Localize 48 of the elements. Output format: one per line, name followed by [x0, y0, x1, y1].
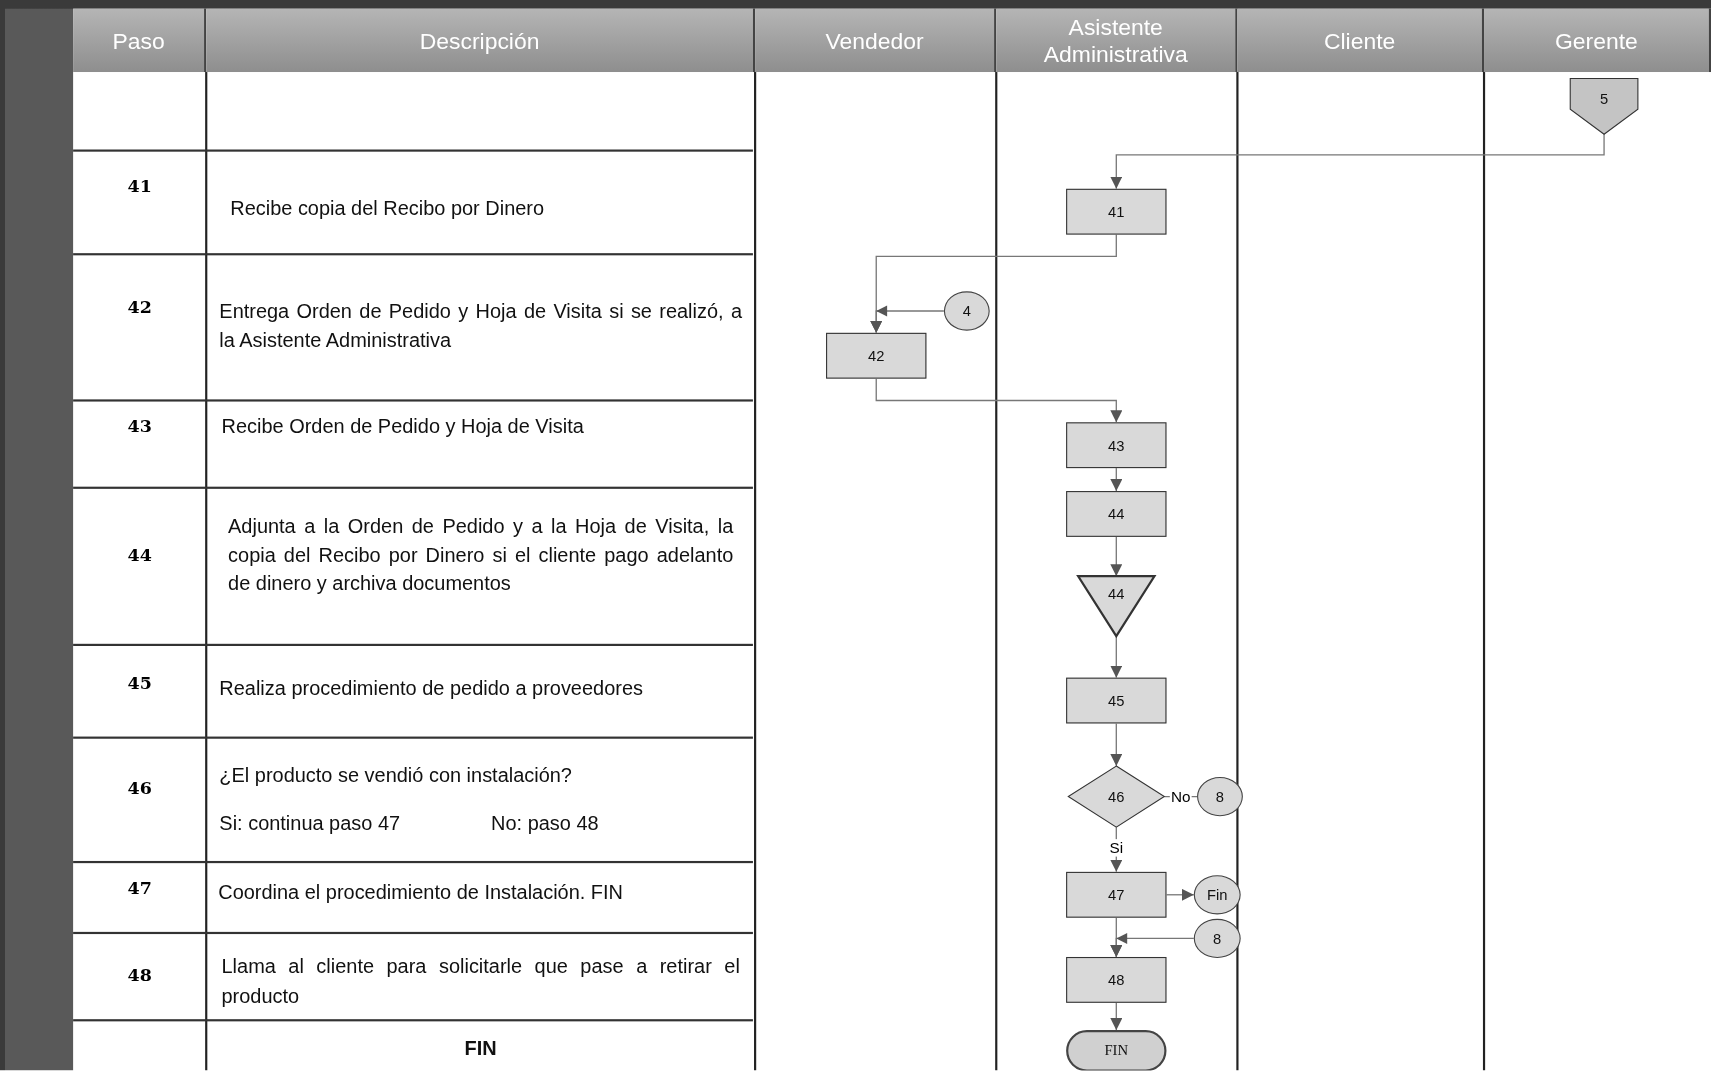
arrow — [1110, 722, 1123, 767]
step-description: Realiza procedimiento de pedido a proveedores — [219, 675, 644, 702]
step-description: Recibe Orden de Pedido y Hoja de Visita — [221, 413, 585, 440]
arrow — [1110, 133, 1605, 190]
step-number: 46 — [126, 778, 153, 799]
arrow — [1110, 933, 1195, 958]
arrow — [1110, 1002, 1123, 1031]
column-header: Cliente — [1237, 8, 1485, 72]
step-number: 48 — [126, 964, 153, 986]
arrow — [1110, 536, 1123, 577]
process-box: 44 — [1066, 491, 1167, 537]
column-header: Asistente Administrativa — [996, 8, 1238, 72]
step-number: 43 — [126, 415, 153, 437]
step-description: Coordina el procedimiento de Instalación. FIN — [218, 879, 624, 906]
process-box: 41 — [1066, 188, 1167, 235]
step-description: Entrega Orden de Pedido y Hoja de Visita si se realizó, a la Asistente Administrativa — [219, 298, 742, 353]
step-description: ¿El producto se vendió con instalación? — [219, 762, 573, 789]
arrow — [875, 378, 1123, 423]
step-description: Adjunta a la Orden de Pedido y a la Hoja de Visita, la copia del Recibo por Dinero si el cliente pago adelanto de dinero y archiva documentos — [228, 512, 734, 597]
decision-diamond: 46 — [1068, 766, 1165, 828]
off-page-connector: 5 — [1570, 78, 1638, 135]
terminator: FIN — [1066, 1030, 1167, 1071]
arrow — [870, 305, 945, 334]
process-box: 47 — [1066, 871, 1167, 918]
column-header: Descripción — [206, 8, 756, 72]
edge-label: Si — [1108, 839, 1125, 857]
process-box: 45 — [1066, 677, 1167, 724]
step-number: 44 — [126, 544, 153, 566]
step-description: FIN — [463, 1035, 498, 1062]
column-header: Paso — [73, 8, 207, 72]
process-box: 48 — [1066, 957, 1167, 1003]
step-number: 41 — [126, 175, 153, 197]
process-box: 43 — [1066, 422, 1167, 469]
step-description: Si: continua paso 47 — [219, 810, 402, 837]
arrow — [1110, 467, 1123, 492]
process-box: 42 — [826, 332, 927, 379]
step-number: 45 — [126, 672, 153, 693]
column-header: Vendedor — [755, 8, 997, 72]
step-description: Recibe copia del Recibo por Dinero — [230, 195, 546, 222]
archive-triangle: 44 — [1078, 576, 1155, 637]
arrow — [1110, 826, 1123, 873]
step-number: 47 — [126, 877, 153, 899]
step-description: No: paso 48 — [491, 810, 600, 837]
step-description: Llama al cliente para solicitarle que pase a retirar el producto — [221, 953, 740, 1009]
step-number: 42 — [126, 296, 153, 318]
arrow — [1110, 635, 1123, 679]
arrow — [1165, 888, 1195, 901]
column-header: Gerente — [1484, 8, 1711, 72]
